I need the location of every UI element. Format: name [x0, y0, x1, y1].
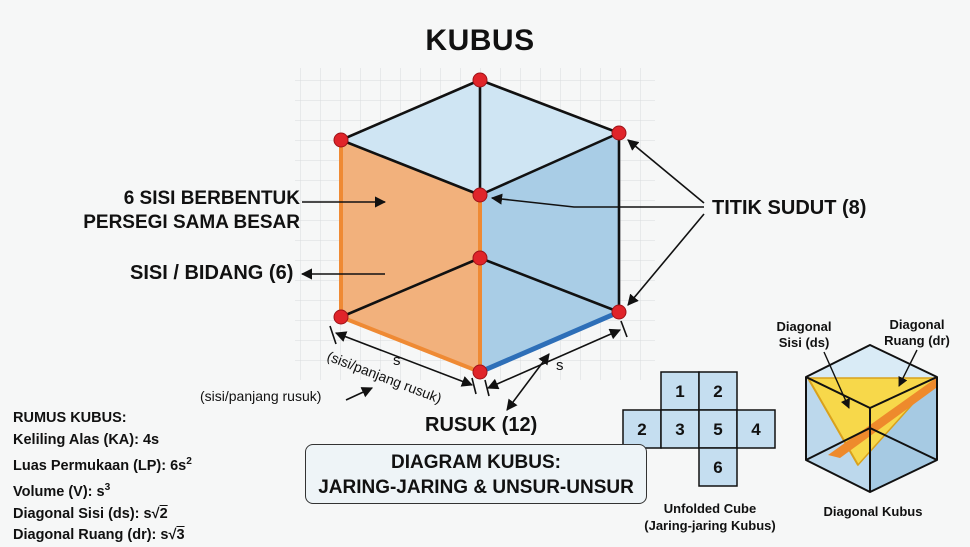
cube-net: 1 2 2 3 5 4 6	[622, 371, 776, 487]
dimension-tick	[484, 379, 490, 397]
cube-edges	[339, 78, 621, 319]
diagram-title-line2: JARING-JARING & UNSUR-UNSUR	[318, 477, 634, 498]
label-sisi-panjang: (sisi/panjang rusuk)	[200, 388, 322, 404]
arrow-titik-center	[490, 193, 704, 208]
label-diagonal-ruang: Diagonal Ruang (dr)	[884, 317, 950, 348]
annotation-arrows	[300, 139, 705, 411]
diagonal-ruang-band	[828, 378, 936, 458]
vertex-dot	[333, 132, 349, 148]
arrow-titik-bottom	[627, 213, 705, 306]
label-sisi-bidang: SISI / BIDANG (6)	[130, 262, 294, 284]
label-diagonal-sisi: Diagonal Sisi (ds)	[776, 319, 832, 350]
net-cell-label: 6	[713, 458, 722, 477]
vertex-dot	[333, 309, 349, 325]
diagonal-cube	[805, 344, 938, 493]
label-sisi-persegi-line2: PERSEGI SAMA BESAR	[83, 212, 300, 233]
vertex-dot	[472, 72, 488, 88]
diagonal-cube-caption: Diagonal Kubus	[823, 504, 923, 519]
net-cell-label: 2	[637, 420, 646, 439]
net-cell	[698, 371, 738, 411]
dimension-tick	[620, 320, 628, 338]
page-title: KUBUS	[425, 24, 535, 57]
vertex-points	[333, 72, 627, 380]
net-cell	[622, 409, 662, 449]
rumus-kubus: RUMUS KUBUS: Keliling Alas (KA): 4s Luas…	[13, 408, 192, 547]
arrow-titik-top	[627, 139, 705, 204]
rumus-diagonal-sisi: Diagonal Sisi (ds): s√2	[13, 505, 168, 522]
sqrt-icon: √	[168, 527, 177, 544]
label-titik-sudut: TITIK SUDUT (8)	[712, 197, 867, 219]
label-s-left: s	[393, 352, 401, 369]
diagram-title-box: DIAGRAM KUBUS: JARING-JARING & UNSUR-UNS…	[305, 444, 647, 504]
net-caption: Unfolded Cube (Jaring-jaring Kubus)	[644, 501, 776, 533]
dimension-arrow-right	[486, 328, 622, 390]
arrow-ds	[823, 351, 850, 409]
vertex-dot	[472, 187, 488, 203]
net-cell	[698, 409, 738, 449]
vertex-dot	[472, 250, 488, 266]
net-cell-label: 3	[675, 420, 684, 439]
net-cell-label: 5	[713, 420, 722, 439]
sqrt-icon: √	[151, 505, 160, 522]
dimension-arrow-left	[334, 331, 474, 387]
vertex-dot	[472, 364, 488, 380]
net-cell-label: 2	[713, 382, 722, 401]
arrow-sisi-panjang	[345, 387, 374, 401]
rumus-heading: RUMUS KUBUS:	[13, 410, 127, 426]
net-cell	[698, 447, 738, 487]
net-cell-label: 1	[675, 382, 684, 401]
label-s-right: s	[556, 357, 564, 374]
net-cell	[660, 409, 700, 449]
arrow-dr	[898, 349, 918, 387]
net-cell	[736, 409, 776, 449]
vertex-dot	[611, 304, 627, 320]
net-cell-label: 4	[751, 420, 761, 439]
cube-right-face	[480, 133, 619, 372]
vertex-dot	[611, 125, 627, 141]
rumus-diagonal-ruang: Diagonal Ruang (dr): s√3	[13, 527, 185, 544]
dimension-tick	[471, 377, 477, 395]
net-cell	[660, 371, 700, 411]
rumus-keliling: Keliling Alas (KA): 4s	[13, 431, 160, 448]
label-sisi-persegi: 6 SISI BERBENTUK PERSEGI SAMA BESAR	[80, 187, 300, 235]
label-sisi-persegi-line1: 6 SISI BERBENTUK	[123, 188, 300, 209]
diagram-title-line1: DIAGRAM KUBUS:	[391, 452, 561, 473]
rumus-luas: Luas Permukaan (LP): 6s2	[13, 456, 192, 474]
rumus-volume: Volume (V): s3	[13, 482, 111, 501]
label-rusuk: RUSUK (12)	[425, 414, 538, 436]
dimension-tick	[329, 325, 337, 345]
